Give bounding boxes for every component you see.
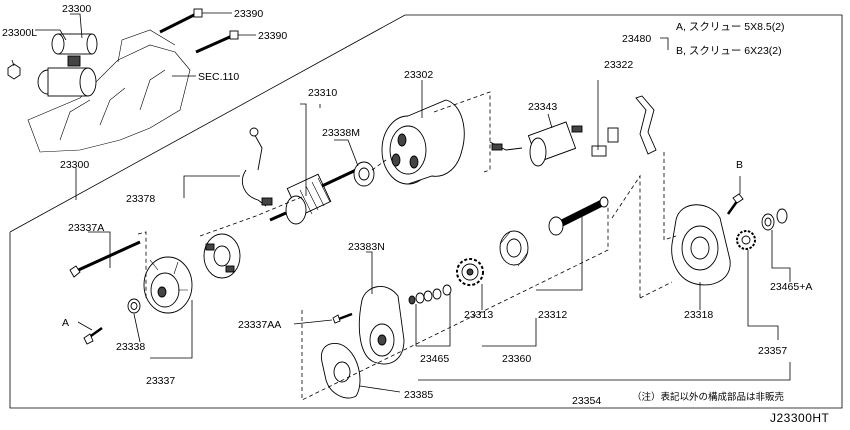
callout-23338M: 23338M: [322, 127, 360, 139]
callout-23313: 23313: [464, 309, 493, 321]
nut-icon: [7, 63, 21, 80]
callout-A: A: [62, 317, 69, 329]
callout-23338: 23338: [116, 341, 145, 353]
starter-assembly-icon: [37, 33, 98, 97]
legend-part-number: 23480: [622, 33, 651, 45]
callout-23337A: 23337A: [68, 222, 104, 234]
callout-23383N: 23383N: [348, 241, 385, 253]
leader-lines: [11, 12, 791, 393]
through-bolt-icon: [69, 240, 141, 278]
gasket-icon: [320, 342, 361, 399]
rear-cover-icon: [143, 256, 193, 314]
callout-23318: 23318: [684, 309, 713, 321]
bushing-icon: [127, 298, 141, 314]
brush-holder-icon: [203, 233, 241, 279]
footnote: （注）表記以外の構成部品は非販売: [632, 391, 784, 403]
bolt-icon: [159, 8, 203, 34]
callout-23385: 23385: [404, 389, 433, 401]
callout-23354: 23354: [572, 395, 601, 407]
callout-23343: 23343: [528, 101, 557, 113]
callout-23300-lower: 23300: [60, 159, 89, 171]
ring-icon: [776, 208, 788, 224]
gear-housing-icon: [671, 204, 731, 286]
washer-set-icon: [408, 284, 452, 305]
solenoid-icon: [489, 121, 583, 167]
bolt-icon: [195, 30, 239, 54]
lever-set-icon: [591, 95, 657, 157]
assembly-guides: [137, 91, 677, 401]
bearing-icon: [353, 161, 375, 187]
callout-23465A: 23465+A: [770, 281, 812, 293]
front-housing-icon: [358, 286, 405, 365]
callout-23360: 23360: [502, 353, 531, 365]
callout-23465: 23465: [420, 353, 449, 365]
callout-23378: 23378: [126, 193, 155, 205]
pinion-shaft-icon: [548, 196, 609, 236]
callout-labels: 23300 23300L 23390 23390 SEC.110 23300 2…: [2, 3, 812, 407]
pinion-gear-icon: [736, 230, 756, 250]
callout-23310: 23310: [308, 87, 337, 99]
callout-23312: 23312: [538, 309, 567, 321]
callout-sec110: SEC.110: [198, 71, 239, 83]
frame-outline: [9, 14, 843, 409]
armature-icon: [269, 168, 357, 225]
callout-23300L: 23300L: [2, 27, 37, 39]
callout-23337: 23337: [146, 375, 175, 387]
callout-B: B: [736, 159, 743, 171]
gear-icon: [456, 258, 484, 286]
collar-icon: [761, 213, 775, 231]
screw-b-icon: [726, 193, 744, 215]
engine-inset: [7, 8, 239, 153]
callout-23322: 23322: [604, 59, 633, 71]
callout-23337AA: 23337AA: [238, 319, 281, 331]
callout-23390-upper: 23390: [234, 8, 263, 20]
lead-wire-icon: [242, 127, 273, 207]
callout-23357: 23357: [758, 345, 787, 357]
legend-screw-b: B, スクリュー 6X23(2): [676, 45, 782, 57]
diagram-code: J23300HT: [770, 411, 830, 425]
screw-aa-icon: [332, 312, 353, 324]
callout-23302: 23302: [404, 69, 433, 81]
callout-23390-lower: 23390: [258, 30, 287, 42]
legend-screw-a: A, スクリュー 5X8.5(2): [676, 21, 785, 33]
yoke-icon: [381, 99, 465, 185]
screw-legend: 23480 A, スクリュー 5X8.5(2) B, スクリュー 6X23(2): [622, 21, 785, 57]
clutch-icon: [499, 230, 529, 267]
screw-a-icon: [83, 326, 103, 345]
callout-23300: 23300: [62, 3, 91, 15]
